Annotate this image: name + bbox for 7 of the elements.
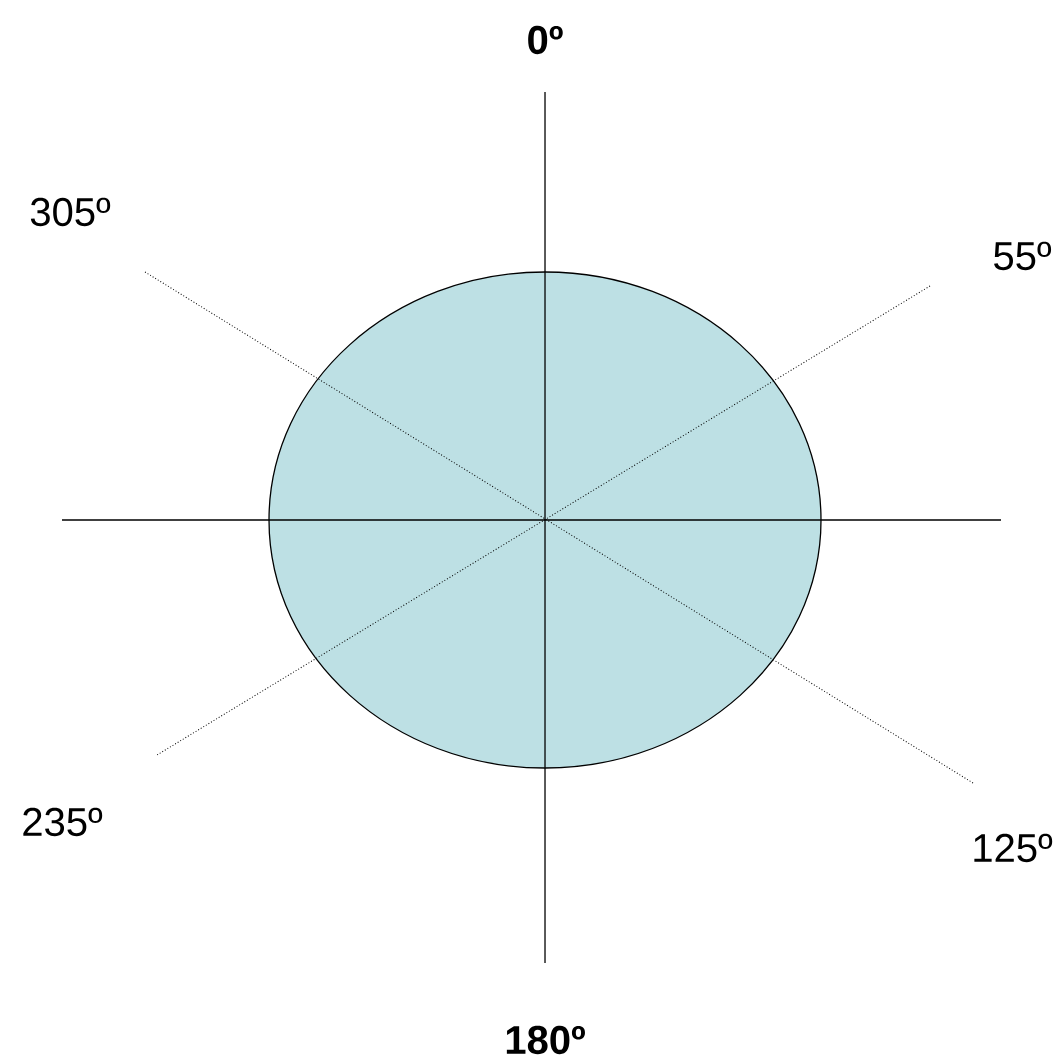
angle-label: 235º xyxy=(23,807,103,837)
angle-label: 55º xyxy=(994,241,1052,271)
angle-label: 305º xyxy=(30,197,111,227)
angle-label: 0º xyxy=(528,25,563,55)
angle-label: 180º xyxy=(506,1025,585,1055)
angle-label: 125º xyxy=(974,833,1053,863)
ellipse xyxy=(268,271,822,769)
